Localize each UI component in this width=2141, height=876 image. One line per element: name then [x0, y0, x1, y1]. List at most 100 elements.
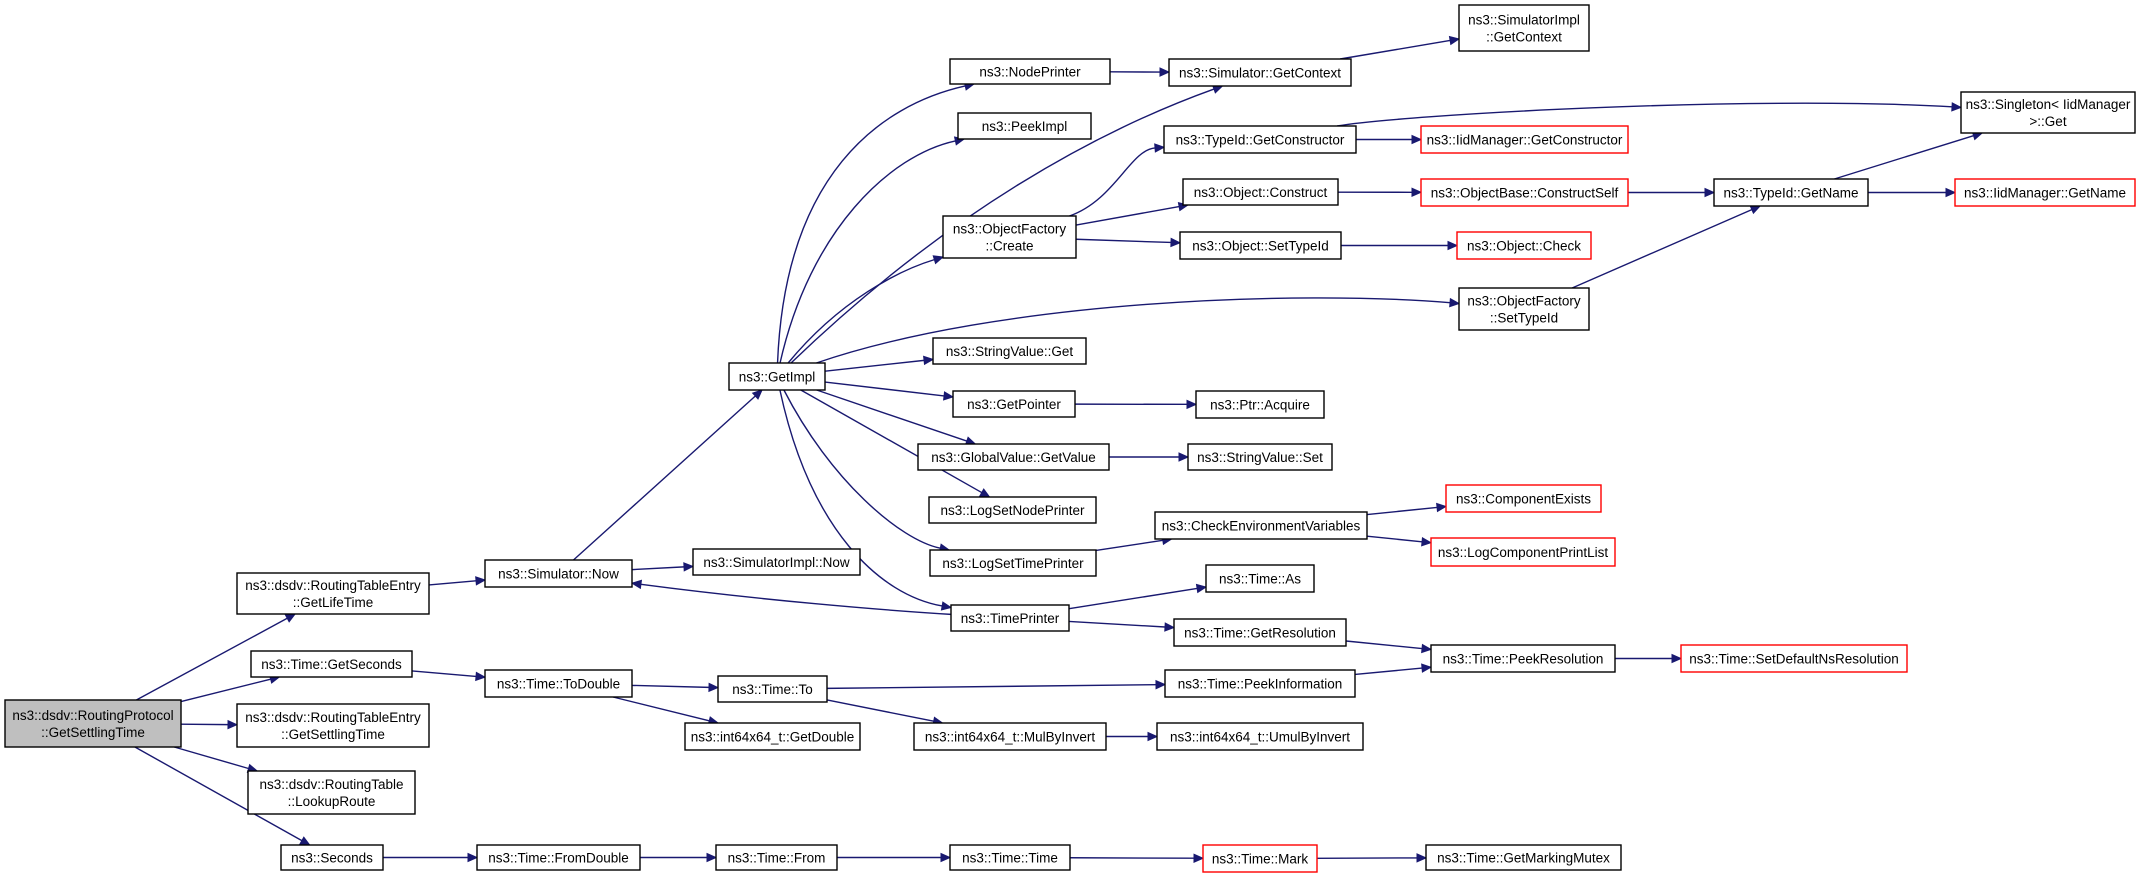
node-box: [949, 844, 1071, 871]
edge-time_peekresolution-to-time_setdefaultnsres: [1615, 653, 1683, 664]
node-peekimpl[interactable]: ns3::PeekImpl: [957, 112, 1092, 140]
node-box: [1458, 287, 1590, 331]
node-time-as[interactable]: ns3::Time::As: [1205, 564, 1315, 593]
node-sv-get[interactable]: ns3::StringValue::Get: [932, 337, 1087, 365]
node-logsettimeprinter[interactable]: ns3::LogSetTimePrinter: [929, 549, 1097, 577]
node-label: ns3::int64x64_t::UmulByInvert: [1170, 730, 1350, 745]
node-simimpl-now[interactable]: ns3::SimulatorImpl::Now: [692, 548, 861, 576]
edge-typeid_getconstructor-to-singleton_get: [1337, 102, 1963, 127]
arrowhead-icon: [1436, 502, 1448, 513]
node-i64-mulbyinvert[interactable]: ns3::int64x64_t::MulByInvert: [913, 722, 1107, 751]
node-of-create[interactable]: ns3::ObjectFactory::Create: [942, 215, 1077, 259]
node-box: [476, 844, 641, 871]
edge-getimpl-to-getpointer: [824, 381, 955, 401]
node-label: ns3::Time::GetMarkingMutex: [1437, 851, 1610, 866]
node-root[interactable]: ns3::dsdv::RoutingProtocol::GetSettlingT…: [4, 699, 182, 748]
node-label: ns3::SimulatorImpl: [1468, 13, 1580, 28]
node-box: [247, 770, 416, 815]
arrowhead-icon: [1421, 536, 1433, 547]
edge-line: [134, 746, 303, 842]
node-iidmgr-getconstructor[interactable]: ns3::IidManager::GetConstructor: [1420, 125, 1629, 154]
nodes-layer: ns3::dsdv::RoutingProtocol::GetSettlingT…: [4, 4, 2136, 873]
node-logcomponentprintlist[interactable]: ns3::LogComponentPrintList: [1430, 537, 1616, 567]
node-time-fromdouble[interactable]: ns3::Time::FromDouble: [476, 844, 641, 871]
node-ptr-acquire[interactable]: ns3::Ptr::Acquire: [1195, 390, 1325, 419]
node-time-peekresolution[interactable]: ns3::Time::PeekResolution: [1430, 644, 1616, 673]
node-typeid-getconstructor[interactable]: ns3::TypeId::GetConstructor: [1163, 125, 1357, 154]
edge-line: [783, 389, 941, 549]
arrowhead-icon: [932, 255, 945, 265]
node-box: [4, 699, 182, 748]
node-time-mark[interactable]: ns3::Time::Mark: [1202, 844, 1318, 873]
edge-time_todouble-to-i64_getdouble: [612, 696, 720, 726]
node-box: [917, 443, 1110, 471]
node-of-settypeid[interactable]: ns3::ObjectFactory::SetTypeId: [1458, 287, 1590, 331]
node-label: ns3::Ptr::Acquire: [1210, 398, 1310, 413]
node-object-check[interactable]: ns3::Object::Check: [1456, 231, 1592, 260]
edge-of_create-to-typeid_getconstructor: [1069, 143, 1166, 217]
edge-seconds-to-time_fromdouble: [383, 852, 479, 863]
node-label: ns3::Simulator::Now: [498, 567, 619, 582]
node-box: [950, 604, 1070, 632]
node-checkenvvars[interactable]: ns3::CheckEnvironmentVariables: [1154, 511, 1368, 540]
edge-getimpl-to-sv_get: [824, 355, 935, 372]
node-sim-now[interactable]: ns3::Simulator::Now: [484, 559, 633, 588]
node-logsetnodeprinter[interactable]: ns3::LogSetNodePrinter: [928, 496, 1097, 524]
node-time-getseconds[interactable]: ns3::Time::GetSeconds: [250, 650, 413, 678]
node-rte-getlifetime[interactable]: ns3::dsdv::RoutingTableEntry::GetLifeTim…: [236, 572, 430, 615]
node-label: ns3::ObjectFactory: [953, 222, 1067, 237]
node-sv-set[interactable]: ns3::StringValue::Set: [1187, 443, 1333, 471]
node-label: ns3::GetPointer: [967, 397, 1061, 412]
node-label: ns3::Object::SetTypeId: [1192, 239, 1329, 254]
node-seconds[interactable]: ns3::Seconds: [280, 844, 384, 871]
node-label: ns3::Object::Check: [1467, 239, 1581, 254]
node-iidmgr-getname[interactable]: ns3::IidManager::GetName: [1954, 178, 2136, 207]
node-singleton-get[interactable]: ns3::Singleton< IidManager >::Get: [1960, 91, 2136, 134]
node-time-getmarkingmutex[interactable]: ns3::Time::GetMarkingMutex: [1425, 844, 1622, 871]
node-time-from[interactable]: ns3::Time::From: [715, 844, 838, 871]
node-getimpl[interactable]: ns3::GetImpl: [728, 362, 826, 391]
node-object-settypeid[interactable]: ns3::Object::SetTypeId: [1179, 231, 1342, 260]
node-i64-umulbyinvert[interactable]: ns3::int64x64_t::UmulByInvert: [1156, 722, 1364, 751]
node-rt-lookuproute[interactable]: ns3::dsdv::RoutingTable::LookupRoute: [247, 770, 416, 815]
node-label: ns3::ObjectFactory: [1467, 294, 1581, 309]
edge-line: [800, 389, 983, 494]
edge-time_to-to-time_peekinformation: [826, 679, 1167, 690]
edge-time_getseconds-to-time_todouble: [411, 670, 487, 682]
node-rte-getsettlingtime[interactable]: ns3::dsdv::RoutingTableEntry::GetSettlin…: [236, 703, 430, 748]
node-box: [280, 844, 384, 871]
node-label: ns3::IidManager::GetConstructor: [1427, 133, 1623, 148]
node-sim-getcontext[interactable]: ns3::Simulator::GetContext: [1168, 58, 1352, 87]
node-box: [1173, 618, 1347, 647]
node-box: [236, 703, 430, 748]
node-objbase-constructself[interactable]: ns3::ObjectBase::ConstructSelf: [1420, 178, 1629, 207]
node-componentexists[interactable]: ns3::ComponentExists: [1445, 484, 1602, 513]
node-nodeprinter[interactable]: ns3::NodePrinter: [949, 58, 1111, 85]
node-time-to[interactable]: ns3::Time::To: [717, 675, 828, 703]
node-time-setdefaultnsres[interactable]: ns3::Time::SetDefaultNsResolution: [1680, 644, 1908, 673]
node-timeprinter[interactable]: ns3::TimePrinter: [950, 604, 1070, 632]
node-box: [1954, 178, 2136, 207]
edge-time_peekinformation-to-time_peekresolution: [1354, 663, 1433, 676]
edge-object_settypeid-to-object_check: [1341, 240, 1459, 251]
node-box: [1187, 443, 1333, 471]
edge-time_to-to-i64_mulbyinvert: [826, 699, 944, 726]
node-time-time[interactable]: ns3::Time::Time: [949, 844, 1071, 871]
node-label: ns3::Time::SetDefaultNsResolution: [1689, 652, 1899, 667]
node-i64-getdouble[interactable]: ns3::int64x64_t::GetDouble: [684, 722, 861, 751]
node-time-todouble[interactable]: ns3::Time::ToDouble: [484, 669, 633, 698]
node-typeid-getname[interactable]: ns3::TypeId::GetName: [1713, 178, 1869, 207]
node-time-getresolution[interactable]: ns3::Time::GetResolution: [1173, 618, 1347, 647]
edge-line: [1069, 147, 1156, 217]
edge-nodeprinter-to-sim_getcontext: [1109, 67, 1171, 77]
edge-line: [1366, 535, 1423, 543]
node-time-peekinformation[interactable]: ns3::Time::PeekInformation: [1164, 669, 1356, 698]
node-gv-getvalue[interactable]: ns3::GlobalValue::GetValue: [917, 443, 1110, 471]
node-box: [942, 215, 1077, 259]
node-getpointer[interactable]: ns3::GetPointer: [952, 390, 1076, 418]
node-label: ::GetContext: [1486, 30, 1562, 45]
node-simimpl-getcontext[interactable]: ns3::SimulatorImpl::GetContext: [1458, 4, 1590, 52]
edge-getimpl-to-of_create: [787, 255, 945, 364]
node-object-construct[interactable]: ns3::Object::Construct: [1182, 178, 1339, 206]
